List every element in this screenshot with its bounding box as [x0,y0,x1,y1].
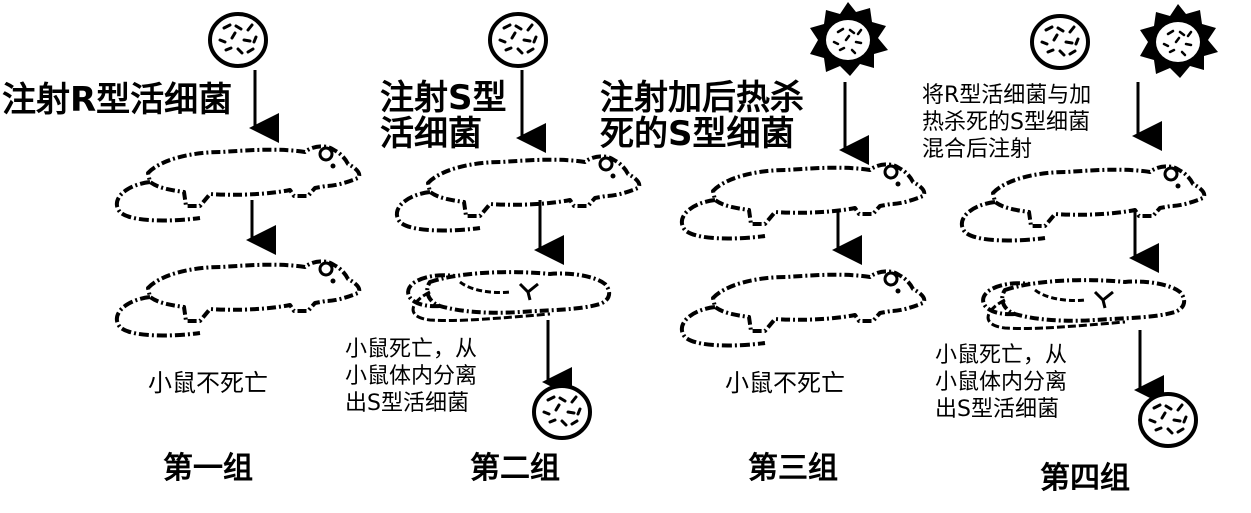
dead-mouse-icon [406,270,612,323]
group3-injection-label: 注射加后热杀 死的S型细菌 [600,78,804,154]
heat-killed-bacteria-icon [1138,2,1220,80]
group1-injection-label: 注射R型活细菌 [2,80,233,120]
group3-title: 第三组 [748,451,838,486]
bacteria-dish-icon [488,12,548,68]
group1-title: 第一组 [163,451,253,486]
group2-title: 第二组 [470,451,560,486]
live-mouse-icon [959,164,1207,243]
group2-result: 小鼠死亡，从 小鼠体内分离 出S型活细菌 [345,337,478,416]
bacteria-dish-icon [1138,392,1198,448]
dead-mouse-icon [981,278,1187,331]
group1-result: 小鼠不死亡 [148,369,268,397]
bacteria-dish-icon [1030,14,1090,70]
group4-title: 第四组 [1040,461,1130,496]
group4-injection-label: 将R型活细菌与加 热杀死的S型细菌 混合后注射 [922,83,1092,162]
group4-result: 小鼠死亡，从 小鼠体内分离 出S型活细菌 [935,343,1068,422]
bacteria-dish-icon [208,12,268,68]
live-mouse-icon [394,154,642,233]
group2-injection-label: 注射S型 活细菌 [380,78,507,154]
bacteria-dish-icon [532,384,592,440]
live-mouse-icon [114,144,362,223]
live-mouse-icon [679,269,927,348]
live-mouse-icon [114,259,362,338]
group3-result: 小鼠不死亡 [725,369,845,397]
live-mouse-icon [679,162,927,241]
heat-killed-bacteria-icon [808,0,890,78]
